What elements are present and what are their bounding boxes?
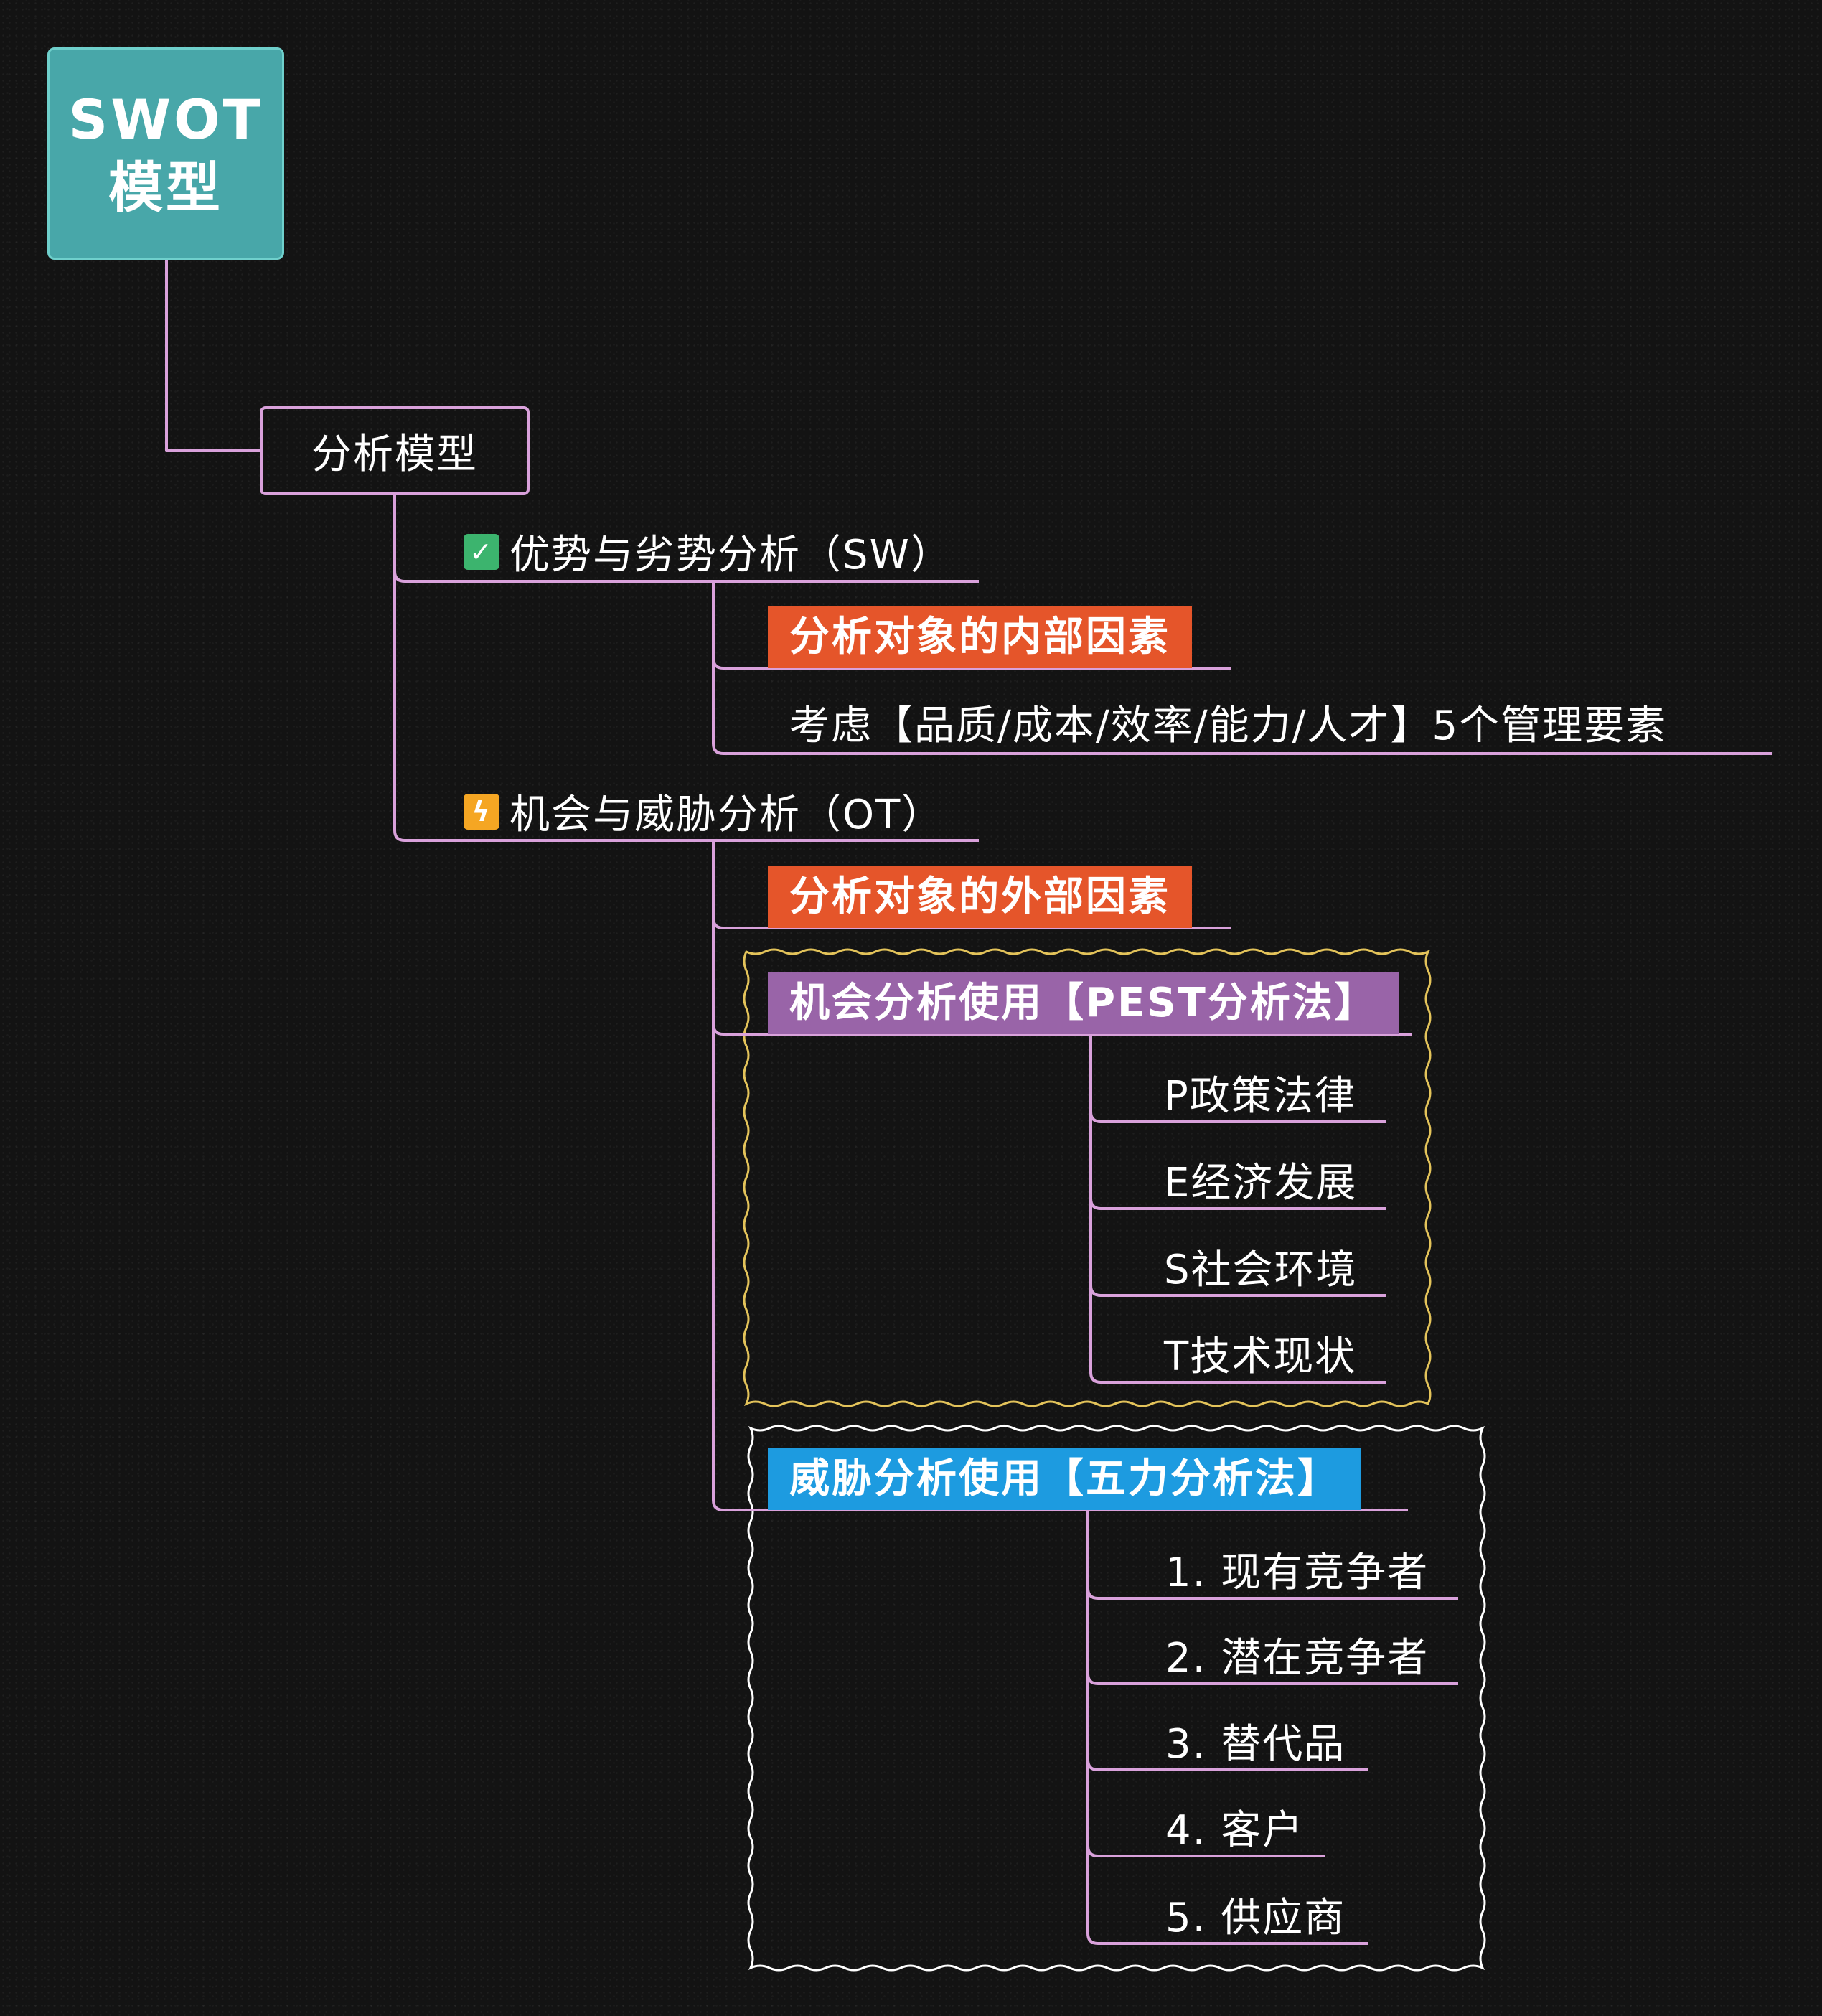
ot-external-factors-tag[interactable]: 分析对象的外部因素 bbox=[768, 866, 1192, 928]
pest-boundary bbox=[743, 948, 1432, 1407]
five-forces-item-1[interactable]: 1. 现有竞争者 bbox=[1165, 1540, 1429, 1598]
pest-method-tag[interactable]: 机会分析使用【PEST分析法】 bbox=[768, 972, 1399, 1034]
analysis-model-node[interactable]: 分析模型 bbox=[260, 406, 530, 495]
connector-model-ot bbox=[393, 571, 979, 842]
five-forces-item-4-label: 4. 客户 bbox=[1165, 1807, 1305, 1854]
sw-branch-label: 优势与劣势分析（SW） bbox=[509, 532, 952, 578]
five-forces-method-tag[interactable]: 威胁分析使用【五力分析法】 bbox=[768, 1448, 1361, 1510]
five-forces-item-2[interactable]: 2. 潜在竞争者 bbox=[1165, 1626, 1429, 1684]
connector-root-model bbox=[165, 260, 260, 452]
five-forces-item-1-label: 1. 现有竞争者 bbox=[1165, 1549, 1429, 1596]
pest-item-t[interactable]: T技术现状 bbox=[1164, 1324, 1356, 1382]
sw-internal-factors-label: 分析对象的内部因素 bbox=[789, 614, 1170, 660]
pest-item-s-label: S社会环境 bbox=[1164, 1247, 1358, 1293]
pest-method-label: 机会分析使用【PEST分析法】 bbox=[789, 980, 1377, 1026]
pest-item-s[interactable]: S社会环境 bbox=[1164, 1237, 1358, 1295]
check-icon: ✓ bbox=[464, 533, 499, 570]
five-forces-item-2-label: 2. 潜在竞争者 bbox=[1165, 1635, 1429, 1682]
five-forces-item-5-label: 5. 供应商 bbox=[1165, 1895, 1346, 1941]
pest-item-e-label: E经济发展 bbox=[1164, 1160, 1358, 1206]
sw-detail-node[interactable]: 考虑【品质/成本/效率/能力/人才】5个管理要素 bbox=[789, 693, 1667, 751]
root-node[interactable]: SWOT 模型 bbox=[47, 47, 284, 260]
analysis-model-label: 分析模型 bbox=[311, 431, 478, 478]
five-forces-item-3-label: 3. 替代品 bbox=[1165, 1721, 1346, 1768]
five-forces-item-4[interactable]: 4. 客户 bbox=[1165, 1798, 1304, 1856]
connector-five-5 bbox=[1086, 1846, 1368, 1945]
connector-pest-t bbox=[1089, 1285, 1386, 1384]
connectors bbox=[165, 260, 1772, 1945]
ot-branch-label: 机会与威胁分析（OT） bbox=[509, 792, 944, 838]
connector-ot-five bbox=[712, 1024, 1408, 1511]
ot-branch-node[interactable]: ϟ 机会与威胁分析（OT） bbox=[464, 782, 943, 840]
sw-branch-node[interactable]: ✓ 优势与劣势分析（SW） bbox=[464, 522, 952, 581]
five-forces-method-label: 威胁分析使用【五力分析法】 bbox=[789, 1455, 1340, 1502]
five-forces-item-5[interactable]: 5. 供应商 bbox=[1165, 1885, 1346, 1944]
sw-detail-label: 考虑【品质/成本/效率/能力/人才】5个管理要素 bbox=[789, 703, 1668, 749]
connector-sw-detail bbox=[712, 658, 1772, 755]
five-forces-item-3[interactable]: 3. 替代品 bbox=[1165, 1712, 1346, 1770]
ot-external-factors-label: 分析对象的外部因素 bbox=[789, 873, 1170, 920]
pest-item-p-label: P政策法律 bbox=[1164, 1073, 1356, 1120]
sw-internal-factors-tag[interactable]: 分析对象的内部因素 bbox=[768, 606, 1192, 668]
pest-item-t-label: T技术现状 bbox=[1164, 1333, 1357, 1380]
lightning-icon: ϟ bbox=[464, 793, 499, 830]
five-forces-boundary bbox=[747, 1425, 1486, 1972]
pest-item-e[interactable]: E经济发展 bbox=[1164, 1150, 1357, 1209]
root-title: SWOT 模型 bbox=[68, 88, 263, 220]
pest-item-p[interactable]: P政策法律 bbox=[1164, 1064, 1356, 1122]
